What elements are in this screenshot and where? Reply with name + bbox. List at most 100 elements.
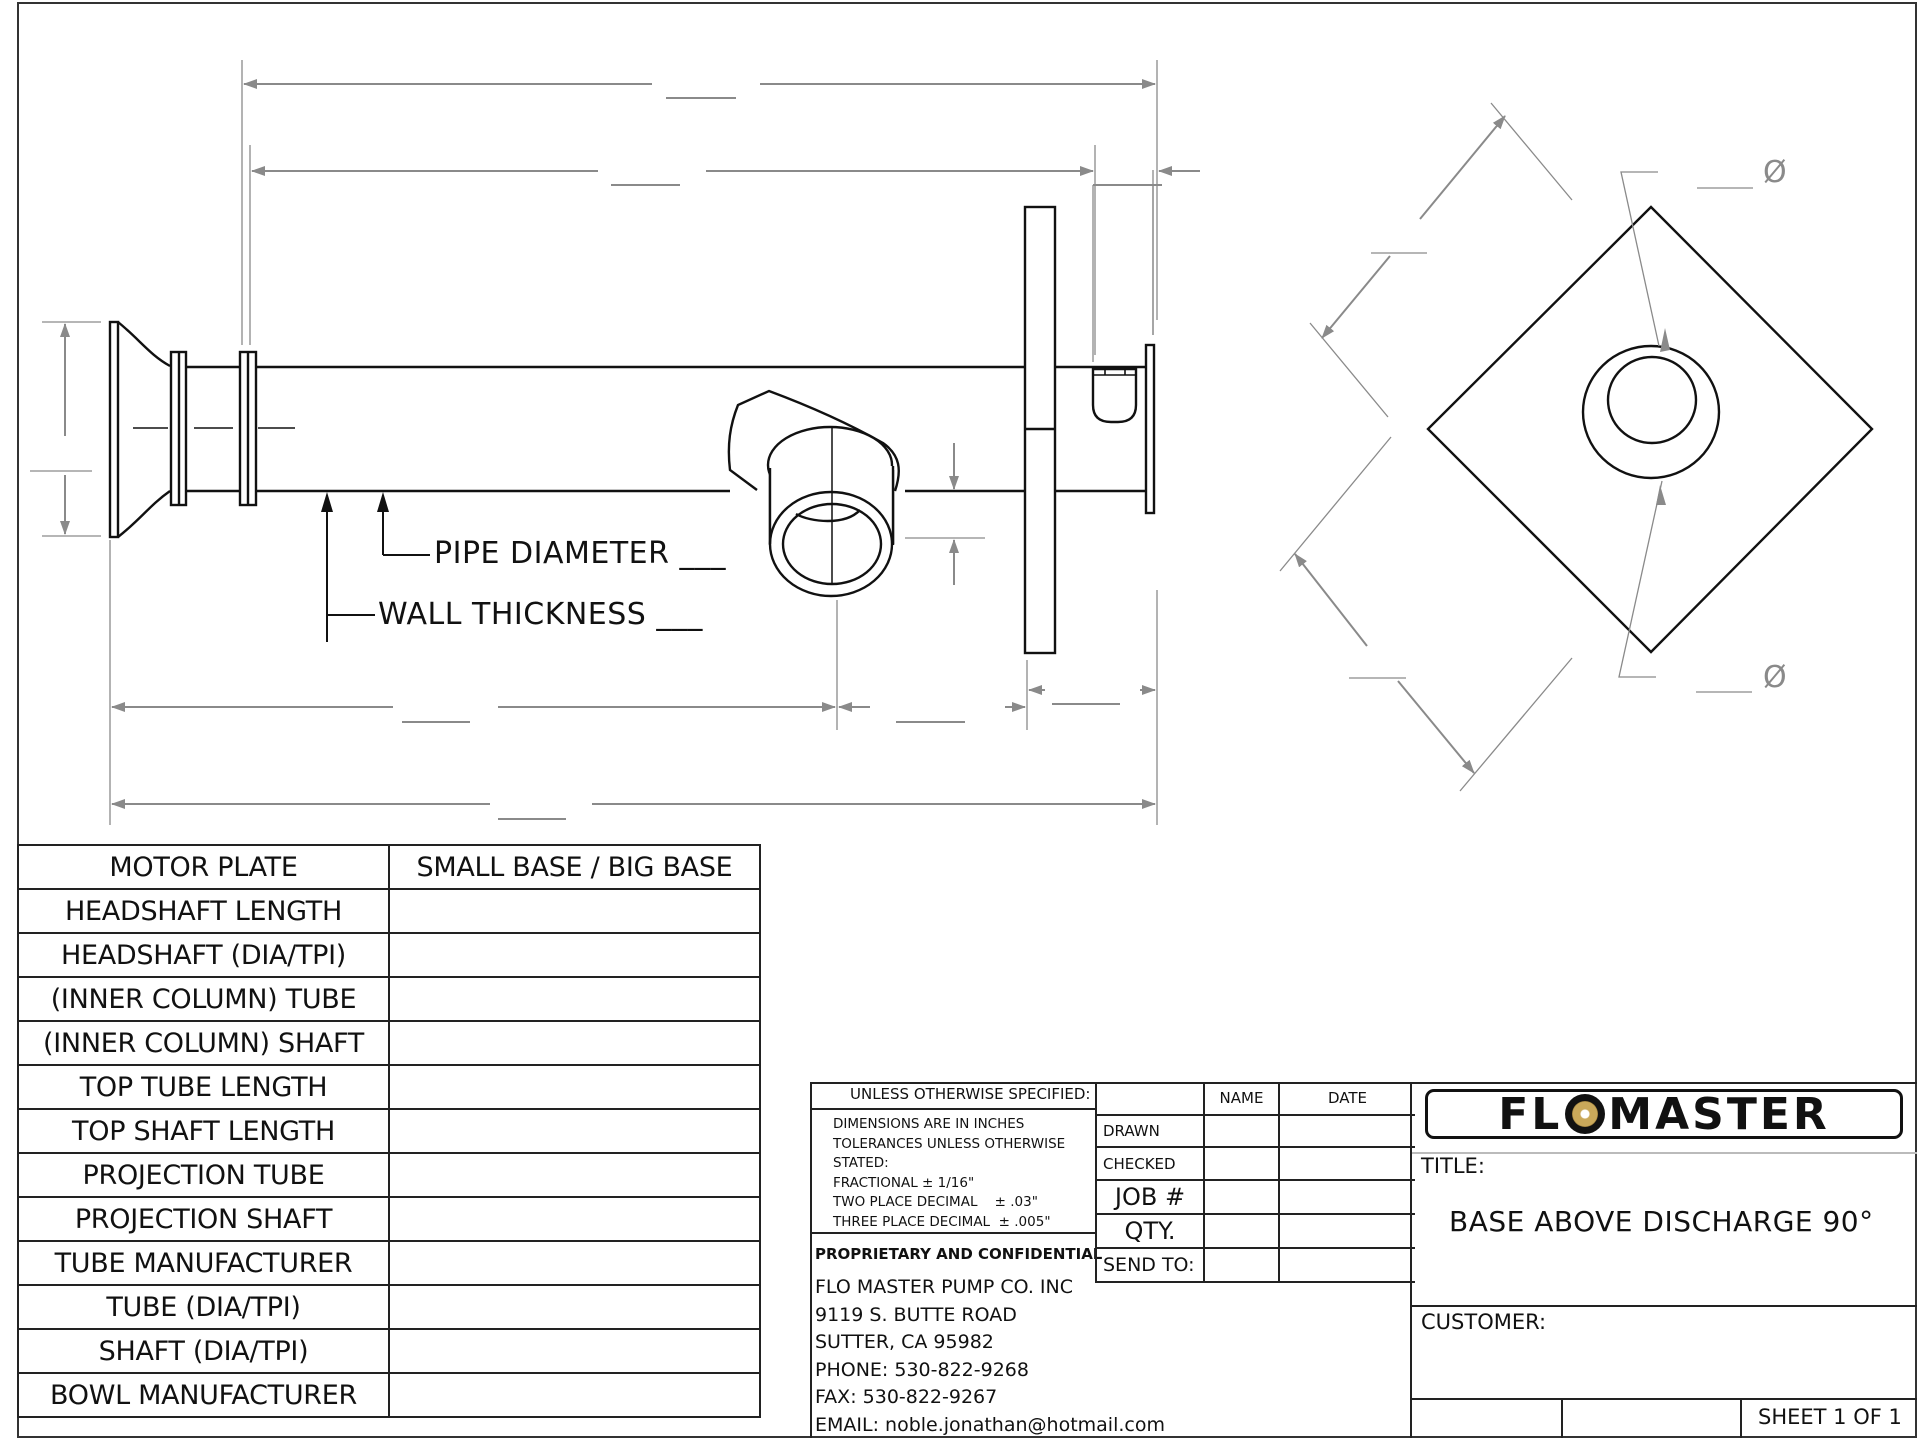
sheet-number: SHEET 1 OF 1 [1758, 1405, 1902, 1429]
proprietary-notice: PROPRIETARY AND CONFIDENTIAL [815, 1245, 1103, 1263]
row-value[interactable] [388, 1108, 761, 1154]
row-value[interactable]: SMALL BASE / BIG BASE [388, 844, 761, 890]
tolerance-line: DIMENSIONS ARE IN INCHES [833, 1116, 1025, 1132]
row-label: (INNER COLUMN) SHAFT [17, 1020, 390, 1066]
table-row: HEADSHAFT LENGTH [17, 888, 761, 934]
approval-label-qty: QTY. [1095, 1213, 1205, 1249]
sheet-border [17, 2, 1917, 1438]
elbow-offset-dimension [905, 443, 985, 585]
pipe-callout-leaders [321, 492, 430, 642]
table-row: TOP TUBE LENGTH [17, 1064, 761, 1110]
row-label: HEADSHAFT LENGTH [17, 888, 390, 934]
tolerance-notes: DIMENSIONS ARE IN INCHES TOLERANCES UNLE… [833, 1115, 1065, 1232]
company-phone: PHONE: 530-822-9268 [815, 1358, 1029, 1381]
table-row: (INNER COLUMN) TUBE [17, 976, 761, 1022]
motor-plate-side [1023, 205, 1057, 655]
company-name: FLO MASTER PUMP CO. INC [815, 1276, 1074, 1298]
tolerance-heading-box [810, 1082, 1097, 1110]
top-inner-dimension [249, 145, 1096, 355]
row-value[interactable] [388, 1240, 761, 1286]
drawing-title: BASE ABOVE DISCHARGE 90° [1449, 1205, 1874, 1238]
table-row: PROJECTION TUBE [17, 1152, 761, 1198]
row-label: PROJECTION SHAFT [17, 1196, 390, 1242]
company-fax: FAX: 530-822-9267 [815, 1386, 998, 1408]
coupling-flange-2 [238, 350, 258, 507]
checked-date-field[interactable] [1278, 1146, 1415, 1181]
row-value[interactable] [388, 1152, 761, 1198]
tolerance-divider [810, 1232, 1097, 1234]
column-pipe [186, 365, 1146, 493]
send-to-date-field[interactable] [1278, 1247, 1415, 1283]
title-right-frame [1410, 1082, 1917, 1438]
row-value[interactable] [388, 888, 761, 934]
qty-name-field[interactable] [1203, 1213, 1280, 1249]
plate-diagonal-dimensions [1279, 102, 1573, 792]
bell-height-dimension [30, 321, 101, 537]
company-email: EMAIL: noble.jonathan@hotmail.com [815, 1413, 1165, 1436]
customer-divider [1412, 1305, 1917, 1307]
table-row: SHAFT (DIA/TPI) [17, 1328, 761, 1374]
approval-label-job: JOB # [1095, 1179, 1205, 1215]
pipe-diameter-callout: PIPE DIAMETER ___ [434, 536, 726, 571]
sheet-row-divider-2 [1740, 1398, 1742, 1438]
tolerance-line: STATED: [833, 1155, 889, 1171]
row-label: MOTOR PLATE [17, 844, 390, 890]
tolerance-line: TOLERANCES UNLESS OTHERWISE [833, 1135, 1066, 1152]
bottom-dimensions [109, 540, 1158, 825]
approval-label-checked: CHECKED [1095, 1146, 1205, 1181]
row-value[interactable] [388, 1372, 761, 1418]
company-info: FLO MASTER PUMP CO. INC 9119 S. BUTTE RO… [815, 1274, 1165, 1439]
coupling-flange-1 [169, 350, 188, 507]
table-row: HEADSHAFT (DIA/TPI) [17, 932, 761, 978]
logo-text-right: MASTER [1608, 1088, 1830, 1140]
tolerance-line: THREE PLACE DECIMAL ± .005" [833, 1213, 1051, 1230]
row-value[interactable] [388, 1020, 761, 1066]
job-name-field[interactable] [1203, 1179, 1280, 1215]
approvals-grid: NAME DATE DRAWN CHECKED JOB # QTY. [1095, 1082, 1415, 1283]
drawn-date-field[interactable] [1278, 1114, 1415, 1148]
cap-offset-dimension [1092, 166, 1200, 362]
inner-diameter-symbol: Ø [1763, 660, 1787, 695]
discharge-elbow [727, 389, 900, 598]
row-label: TUBE MANUFACTURER [17, 1240, 390, 1286]
row-value[interactable] [388, 1284, 761, 1330]
tolerance-line: TWO PLACE DECIMAL ± .03" [833, 1194, 1038, 1210]
row-label: SHAFT (DIA/TPI) [17, 1328, 390, 1374]
qty-date-field[interactable] [1278, 1213, 1415, 1249]
propeller-icon [1565, 1094, 1606, 1134]
row-value[interactable] [388, 1328, 761, 1374]
table-row: TOP SHAFT LENGTH [17, 1108, 761, 1154]
send-to-name-field[interactable] [1203, 1247, 1280, 1283]
row-label: TOP TUBE LENGTH [17, 1064, 390, 1110]
job-date-field[interactable] [1278, 1179, 1415, 1215]
checked-name-field[interactable] [1203, 1146, 1280, 1181]
title-label: TITLE: [1421, 1154, 1485, 1178]
tolerance-line: FRACTIONAL ± 1/16" [833, 1174, 975, 1191]
wall-thickness-callout: WALL THICKNESS ___ [378, 597, 703, 632]
row-label: TOP SHAFT LENGTH [17, 1108, 390, 1154]
row-value[interactable] [388, 976, 761, 1022]
table-row: BOWL MANUFACTURER [17, 1372, 761, 1418]
flomaster-logo: FL MASTER [1425, 1088, 1903, 1140]
company-address: 9119 S. BUTTE ROAD [815, 1303, 1017, 1326]
row-label: HEADSHAFT (DIA/TPI) [17, 932, 390, 978]
row-value[interactable] [388, 1196, 761, 1242]
col-header-name: NAME [1203, 1082, 1280, 1116]
table-row: TUBE (DIA/TPI) [17, 1284, 761, 1330]
logo-divider [1412, 1152, 1917, 1154]
customer-label: CUSTOMER: [1421, 1310, 1547, 1334]
outer-diameter-symbol: Ø [1763, 155, 1787, 190]
company-city: SUTTER, CA 95982 [815, 1331, 994, 1353]
approval-label-send-to: SEND TO: [1095, 1247, 1205, 1283]
row-label: (INNER COLUMN) TUBE [17, 976, 390, 1022]
table-row: (INNER COLUMN) SHAFT [17, 1020, 761, 1066]
motor-plate-top-view [1426, 205, 1874, 654]
row-label: PROJECTION TUBE [17, 1152, 390, 1198]
drawn-name-field[interactable] [1203, 1114, 1280, 1148]
row-value[interactable] [388, 1064, 761, 1110]
col-header-date: DATE [1278, 1082, 1415, 1116]
row-value[interactable] [388, 932, 761, 978]
approval-label-drawn: DRAWN [1095, 1114, 1205, 1148]
